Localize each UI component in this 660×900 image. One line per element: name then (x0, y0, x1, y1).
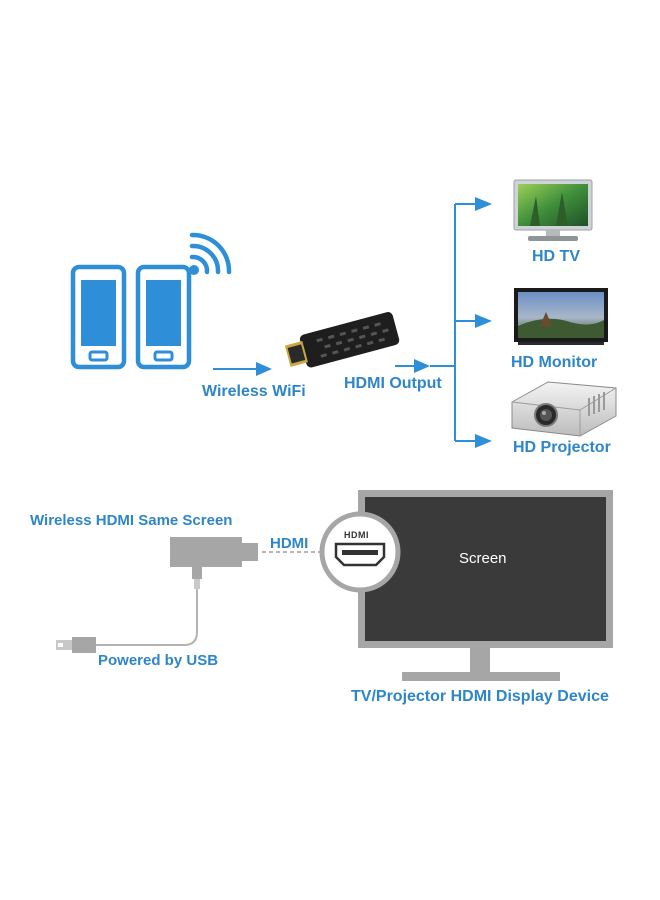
output-arrow (395, 359, 430, 373)
device-label-hd-tv: HD TV (532, 248, 580, 265)
hdmi-output-label: HDMI Output (344, 375, 442, 392)
display-device-label: TV/Projector HDMI Display Device (351, 688, 609, 705)
arrow-to-tv (475, 197, 492, 211)
device-label-hd-monitor: HD Monitor (511, 354, 598, 371)
smartphone-icon (70, 264, 127, 370)
display-device-icon (358, 490, 613, 681)
hdmi-dongle-icon (284, 312, 400, 368)
wifi-signal-icon (189, 232, 232, 275)
arrow-to-projector (475, 434, 492, 448)
hdmi-port-icon (319, 511, 401, 593)
hdmi-port-logo: HDMI (344, 530, 369, 540)
wifi-arrow (213, 362, 272, 376)
distribution-lines (430, 203, 478, 442)
screen-label: Screen (459, 550, 507, 567)
usb-plug-icon (56, 637, 96, 653)
hdmi-dongle-gray-icon (170, 537, 258, 567)
hd-projector-icon (511, 381, 617, 437)
arrow-to-monitor (475, 314, 492, 328)
usb-cable (96, 567, 202, 646)
usb-power-label: Powered by USB (98, 652, 219, 669)
hd-tv-icon (513, 179, 593, 241)
wifi-label: Wireless WiFi (202, 383, 306, 400)
hdmi-cable-label: HDMI (270, 535, 309, 552)
smartphone-icon (135, 264, 192, 370)
same-screen-label: Wireless HDMI Same Screen (30, 512, 233, 529)
hd-monitor-icon (514, 288, 608, 345)
device-label-hd-projector: HD Projector (513, 439, 611, 456)
